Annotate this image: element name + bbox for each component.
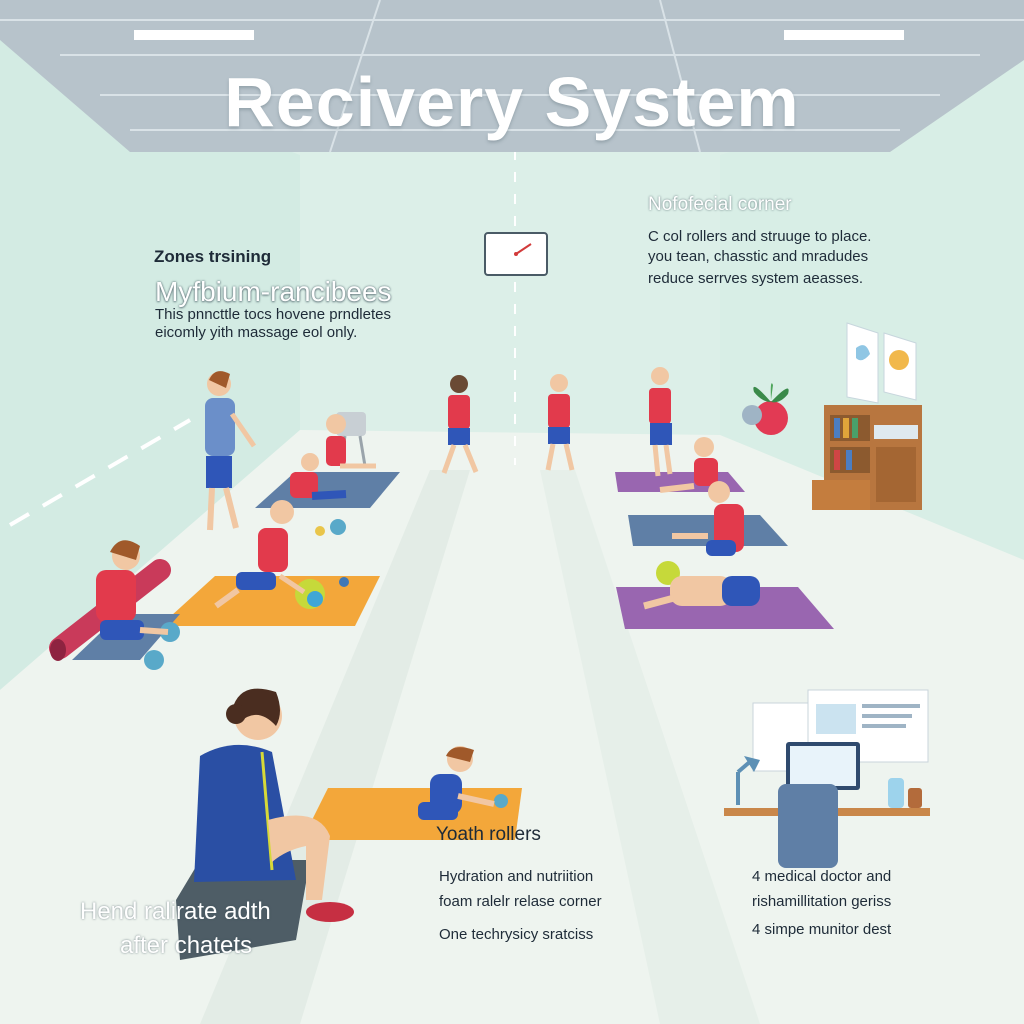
- kid-standing-3: [649, 367, 673, 477]
- floor-divider-right: [540, 470, 760, 1024]
- kid-sitting-roller: [96, 540, 169, 640]
- water-bottle-icon: [888, 778, 922, 808]
- therapy-balls: [144, 519, 680, 808]
- corner-description-line-1: C col rollers and struuge to place.: [648, 228, 872, 245]
- coach-seated: [176, 688, 354, 960]
- ceiling: [0, 0, 1024, 152]
- after-caption-line-2: after chatets: [120, 932, 253, 959]
- kid-standing-1: [441, 375, 479, 474]
- right-wall: [720, 60, 1024, 560]
- wall-posters: [846, 322, 917, 404]
- mat-slate-right: [628, 515, 788, 546]
- after-caption-line-1: Hend ralirate adth: [80, 898, 271, 925]
- corner-heading: Nofofecial corner: [648, 194, 792, 215]
- coach-standing: [205, 371, 257, 531]
- desk-lamp-icon: [736, 756, 760, 805]
- kid-sitting-back-left: [290, 414, 376, 500]
- ceiling-light-right: [784, 30, 904, 40]
- kid-sitting-orange-left: [214, 500, 306, 609]
- wall-clock-icon: [484, 232, 548, 276]
- page-title: Recivery System: [224, 63, 800, 141]
- corner-description-line-3: reduce serrves system aeasses.: [648, 270, 864, 287]
- kid-youth-rollers: [418, 746, 495, 820]
- kid-standing-2: [545, 374, 575, 471]
- wall-dashed-stripe: [8, 418, 192, 527]
- zones-heading: Myfbium-rancibees: [155, 276, 392, 307]
- zones-description-line-1: This pnncttle tocs hovene prndletes: [155, 306, 391, 323]
- mat-orange-left: [160, 576, 380, 626]
- medical-line-3: 4 simpe munitor dest: [752, 921, 892, 938]
- corner-description-line-2: you tean, chasstic and mradudes: [648, 248, 869, 265]
- hydration-line-3: One techrysicy sratciss: [439, 926, 594, 943]
- kid-lying-purple-front: [643, 576, 760, 610]
- hydration-line-2: foam ralelr relase corner: [439, 893, 602, 910]
- ceiling-light-left: [134, 30, 254, 40]
- bookshelf: [812, 405, 922, 510]
- medical-line-1: 4 medical doctor and: [752, 868, 892, 885]
- medical-line-2: rishamillitation geriss: [752, 893, 892, 910]
- ceiling-grid: [0, 0, 1024, 153]
- youth-rollers-label: Yoath rollers: [436, 824, 541, 845]
- zones-description-line-2: eicomly yith massage eol only.: [155, 324, 358, 341]
- hydration-line-1: Hydration and nutriition: [439, 868, 594, 885]
- office-chair: [778, 784, 838, 868]
- kid-sitting-purple-back: [659, 437, 718, 493]
- zones-label: Zones trsining: [154, 247, 272, 266]
- left-wall: [0, 40, 300, 690]
- kid-sitting-slate-right: [672, 481, 744, 556]
- potted-plant-icon: [742, 383, 789, 435]
